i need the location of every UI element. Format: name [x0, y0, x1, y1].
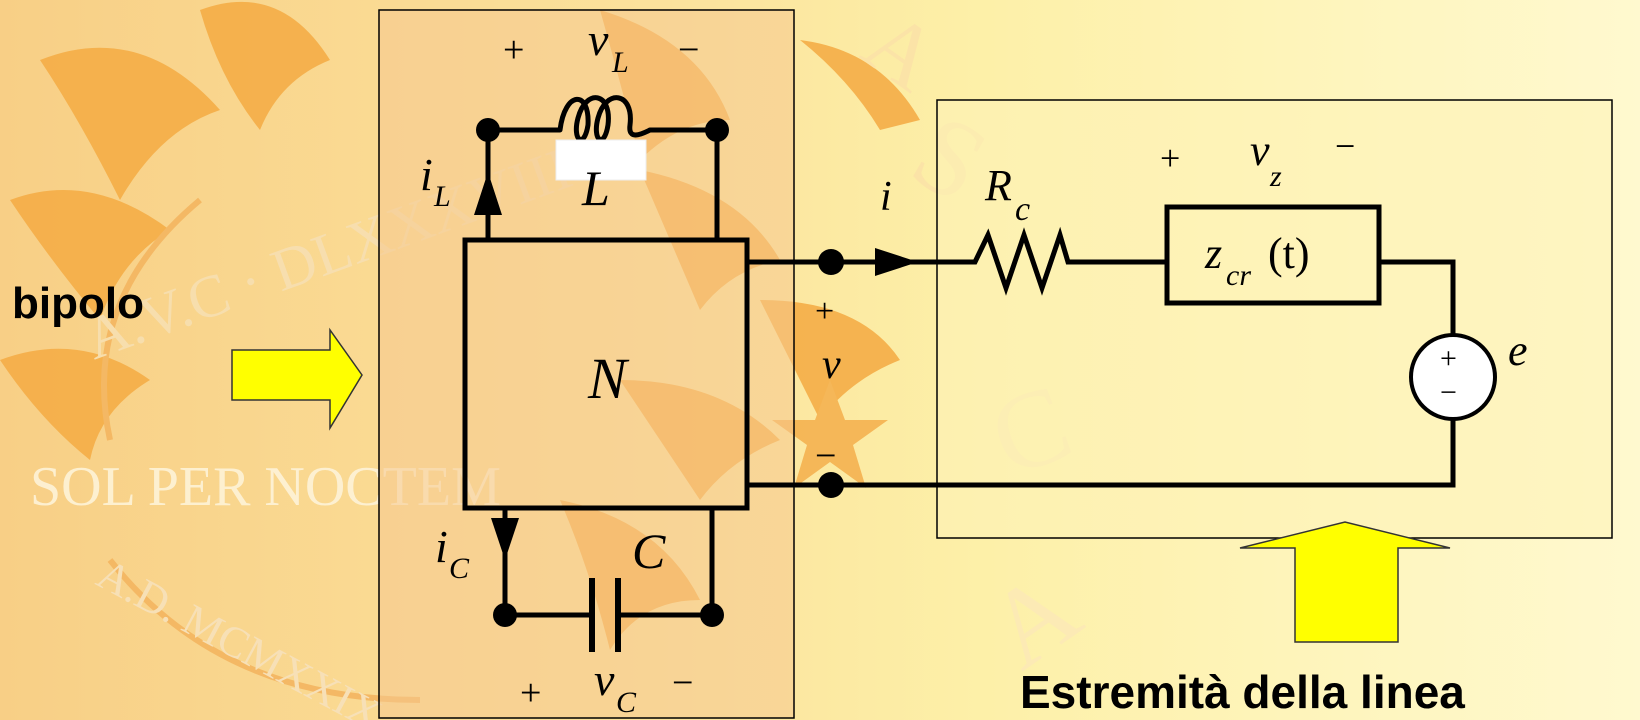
svg-text:z: z [1269, 160, 1282, 193]
up-arrow-icon [1239, 521, 1451, 643]
terminal-plus [818, 249, 844, 275]
impedance-zcr-block [1164, 204, 1382, 306]
svg-text:(t): (t) [1268, 229, 1310, 278]
vC-minus: − [672, 662, 693, 704]
iL-label: i [420, 149, 433, 200]
vL-minus: − [678, 29, 699, 71]
vz-minus: − [1335, 126, 1355, 166]
iC-label: i [435, 521, 448, 572]
svg-text:+: + [1440, 342, 1457, 375]
vz-label: v [1250, 126, 1270, 175]
estremita-label: Estremità della linea [1020, 666, 1465, 718]
svg-text:C: C [616, 686, 637, 719]
svg-text:L: L [611, 46, 629, 79]
current-i-label: i [880, 174, 892, 220]
resistor-Rc [962, 226, 1168, 296]
network-N-block [462, 237, 750, 511]
v-plus: + [815, 293, 834, 330]
star-icon [772, 380, 888, 488]
voltage-source-e: + − [1409, 333, 1497, 421]
inductor-L [557, 95, 652, 143]
source-e-label: e [1508, 326, 1528, 375]
arrow-i [875, 248, 918, 276]
seal-ring-lower: A.D. MCMXXIX [89, 549, 389, 720]
vz-plus: + [1160, 138, 1180, 178]
right-arrow-icon [231, 327, 363, 431]
zcr-label: z [1204, 229, 1222, 278]
svg-text:C: C [449, 552, 470, 585]
vC-label: v [594, 654, 615, 705]
vL-label: v [588, 14, 609, 65]
svg-text:c: c [1015, 191, 1030, 228]
voltage-v-label: v [822, 342, 841, 388]
vC-plus: + [520, 672, 541, 714]
network-label: N [587, 346, 630, 411]
bipolo-label: bipolo [12, 279, 144, 328]
inductor-label: L [581, 160, 610, 216]
line-end-panel [936, 99, 1613, 539]
svg-text:−: − [1440, 376, 1457, 409]
v-minus: − [815, 435, 836, 477]
arrow-iC [491, 518, 519, 560]
Rc-label: R [984, 161, 1012, 210]
capacitor-C [589, 578, 621, 652]
svg-text:cr: cr [1226, 259, 1251, 292]
capacitor-label: C [632, 523, 666, 579]
terminal-minus [818, 472, 844, 498]
arrow-iL [474, 172, 502, 215]
vL-plus: + [503, 29, 524, 71]
svg-text:L: L [433, 180, 451, 213]
